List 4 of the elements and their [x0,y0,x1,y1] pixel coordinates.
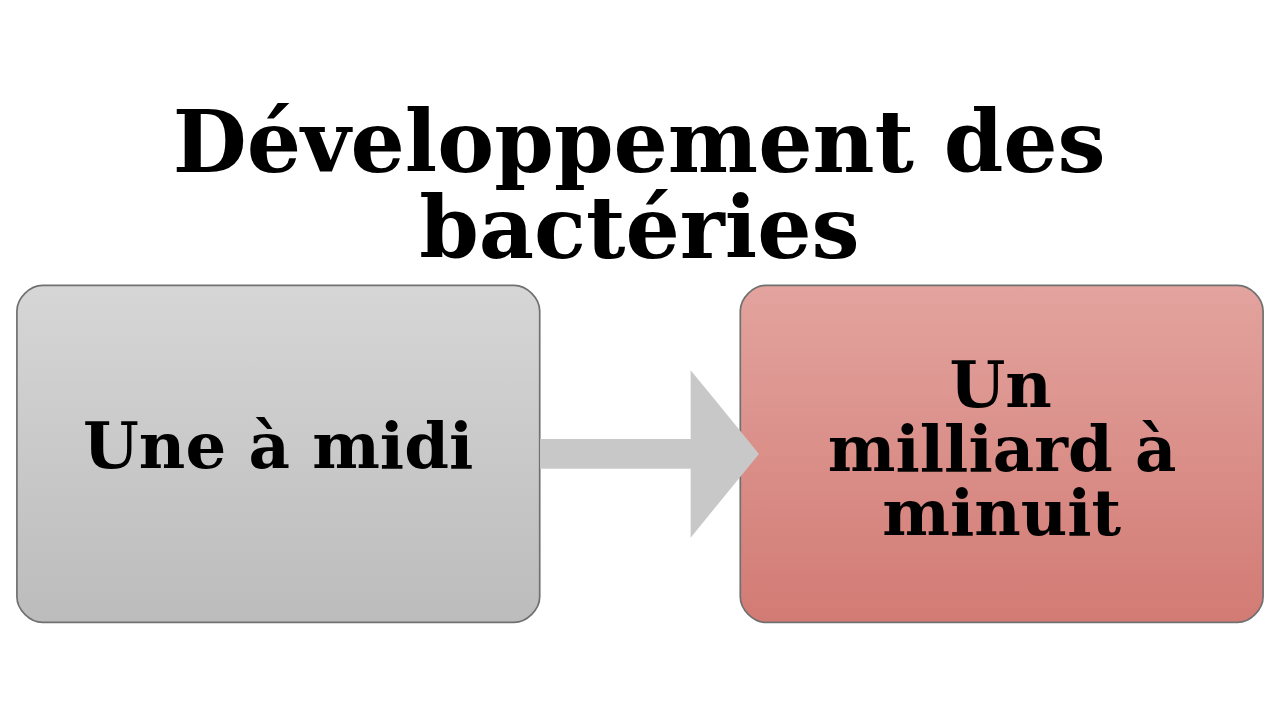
arrow [540,370,759,538]
diagram-title: Développement des bactéries [172,92,1106,278]
node-box: Une à midi [16,284,541,624]
node-box: Un milliard à minuit [739,284,1264,624]
